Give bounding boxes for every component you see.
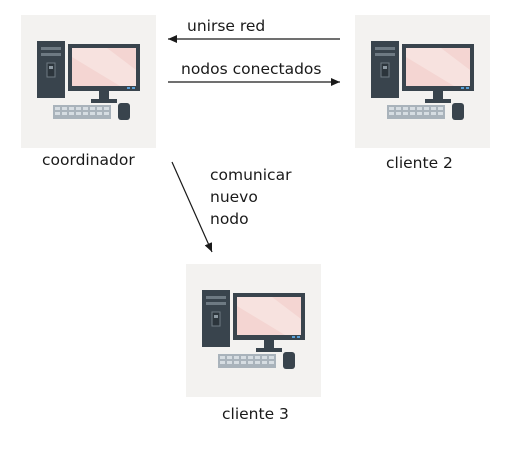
node-label-cliente-3: cliente 3 xyxy=(222,405,289,423)
node-cliente-2 xyxy=(355,15,490,148)
edge-label-communicate-new-node: comunicar nuevo nodo xyxy=(210,164,291,230)
node-cliente-3 xyxy=(186,264,321,397)
desktop-computer-icon xyxy=(202,290,305,369)
edge-label-line-2: nuevo xyxy=(210,188,258,206)
node-label-coordinador: coordinador xyxy=(42,151,135,169)
node-coordinador xyxy=(21,15,156,148)
edge-label-line-1: comunicar xyxy=(210,166,292,184)
edge-label-join-network: unirse red xyxy=(187,17,266,35)
edge-label-line-3: nodo xyxy=(210,210,249,228)
desktop-computer-icon xyxy=(37,41,140,120)
edge-label-connected-nodes: nodos conectados xyxy=(181,60,322,78)
arrow-communicate-new-node xyxy=(171,161,213,253)
desktop-computer-icon xyxy=(371,41,474,120)
node-label-cliente-2: cliente 2 xyxy=(386,154,453,172)
